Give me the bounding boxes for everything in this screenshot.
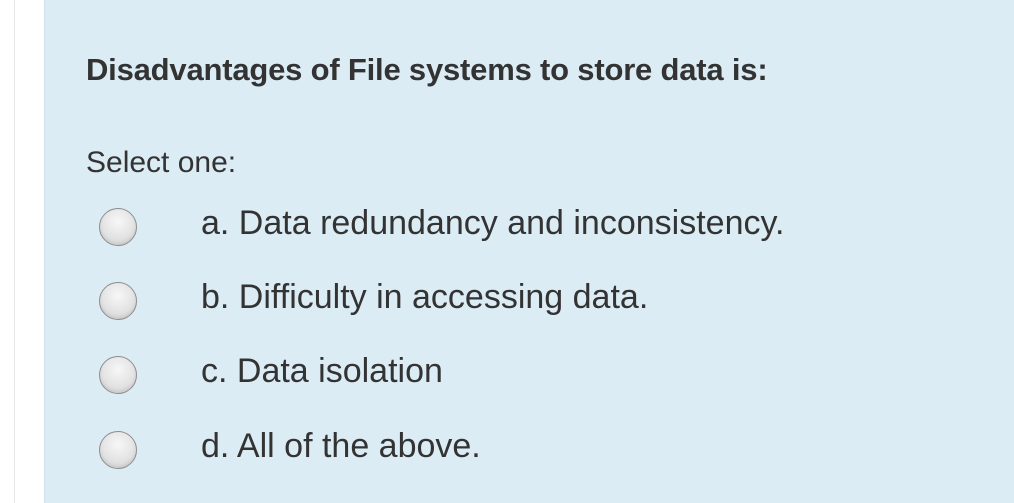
answer-label-b[interactable]: b. Difficulty in accessing data.	[201, 278, 649, 316]
left-divider	[14, 0, 15, 503]
answer-label-a[interactable]: a. Data redundancy and inconsistency.	[201, 204, 785, 242]
radio-button-a[interactable]	[99, 208, 137, 246]
answer-list: a. Data redundancy and inconsistency. b.…	[45, 0, 1014, 503]
question-panel: Disadvantages of File systems to store d…	[44, 0, 1014, 503]
answer-option-d[interactable]: d. All of the above.	[97, 421, 977, 481]
radio-button-d[interactable]	[99, 431, 137, 469]
answer-label-d[interactable]: d. All of the above.	[201, 427, 481, 465]
answer-label-c[interactable]: c. Data isolation	[201, 352, 443, 390]
question-text: Disadvantages of File systems to store d…	[86, 52, 768, 87]
answer-option-a[interactable]: a. Data redundancy and inconsistency.	[97, 198, 977, 258]
answer-option-b[interactable]: b. Difficulty in accessing data.	[97, 272, 977, 332]
radio-button-b[interactable]	[99, 282, 137, 320]
radio-button-c[interactable]	[99, 356, 137, 394]
answer-option-c[interactable]: c. Data isolation	[97, 346, 977, 406]
select-one-prompt: Select one:	[86, 146, 237, 179]
